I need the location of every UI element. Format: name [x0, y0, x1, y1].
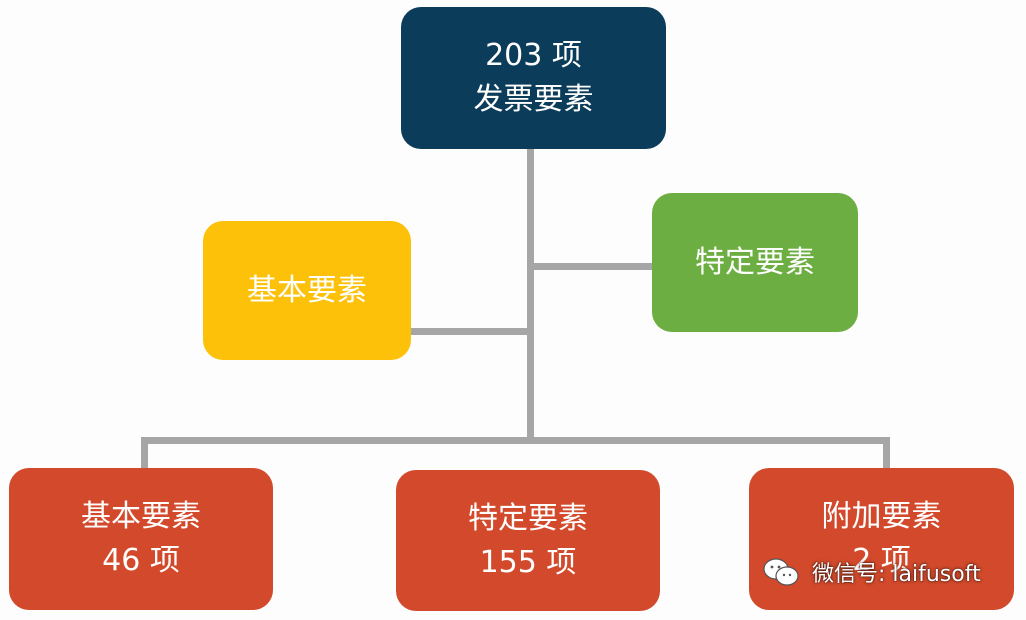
leaf-additional-label: 附加要素 — [821, 499, 942, 534]
leaf-basic-node: 基本要素 46 项 — [9, 468, 273, 610]
connector-drop-left — [141, 437, 148, 470]
basic-elements-label: 基本要素 — [247, 272, 367, 308]
leaf-additional-count: 2 项 — [852, 543, 911, 578]
leaf-additional-node: 附加要素 2 项 — [749, 468, 1014, 610]
wechat-icon — [763, 558, 799, 586]
connector-drop-right — [883, 437, 890, 470]
root-label: 发票要素 — [473, 82, 594, 117]
leaf-specific-count: 155 项 — [479, 544, 577, 580]
leaf-specific-node: 特定要素 155 项 — [396, 470, 660, 611]
connector-trunk — [527, 148, 534, 444]
root-node: 203 项 发票要素 — [401, 7, 666, 149]
connector-basic-branch — [410, 328, 527, 335]
watermark: 微信号: laifusoft — [762, 556, 981, 588]
leaf-basic-label: 基本要素 — [81, 499, 201, 534]
watermark-text: 微信号: laifusoft — [812, 562, 981, 587]
specific-elements-node: 特定要素 — [652, 193, 858, 332]
leaf-basic-count: 46 项 — [102, 543, 180, 578]
specific-elements-label: 特定要素 — [695, 244, 815, 280]
connector-bottom-bar — [141, 437, 890, 444]
leaf-specific-label: 特定要素 — [468, 500, 588, 536]
connector-specific-branch — [534, 263, 652, 270]
root-count: 203 项 — [485, 38, 582, 73]
basic-elements-node: 基本要素 — [203, 221, 411, 360]
